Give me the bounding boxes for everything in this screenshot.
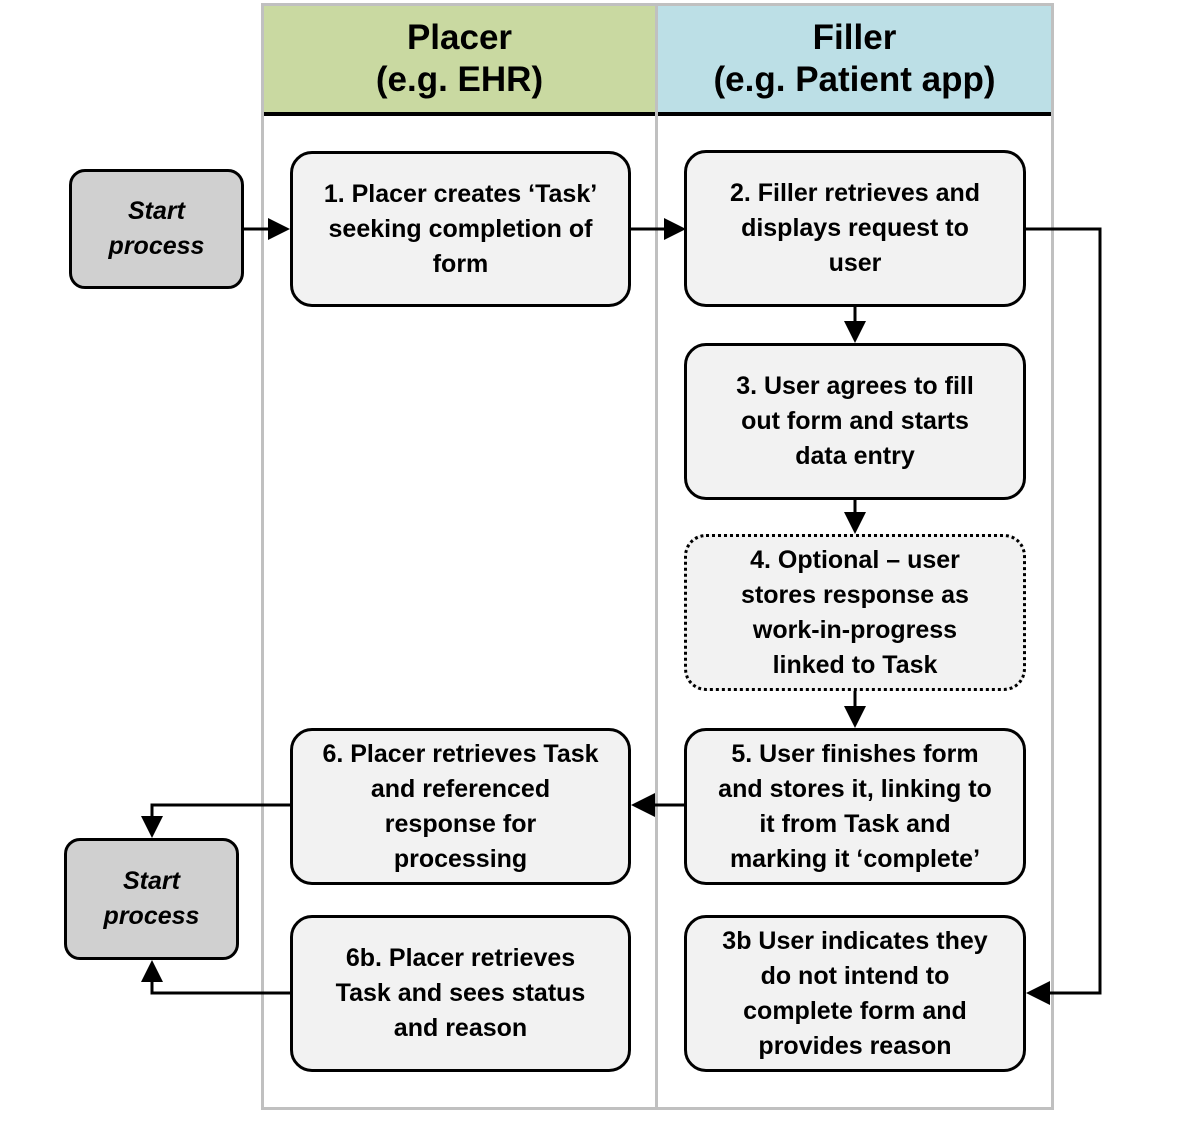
filler-lane-title: Filler: [812, 18, 897, 57]
step-5-line: marking it ‘complete’: [729, 844, 981, 873]
step-6-line: 6. Placer retrieves Task: [322, 739, 599, 768]
step-4-line: linked to Task: [772, 650, 938, 679]
edge-step2-to-step3b: [1025, 227, 1102, 995]
step-6b-placer-sees-status: 6b. Placer retrieves Task and sees statu…: [290, 915, 631, 1072]
start-process-bottom: Start process: [64, 838, 239, 960]
arrowhead-start-from-step6: [141, 816, 163, 838]
step-3b-line: complete form and: [743, 996, 967, 1025]
step-6-line: processing: [393, 844, 528, 873]
start-bottom-line2: process: [103, 902, 200, 930]
step-2-filler-retrieves: 2. Filler retrieves and displays request…: [684, 150, 1026, 307]
step-6-line: and referenced: [370, 774, 551, 803]
arrowhead-step3b: [1026, 981, 1050, 1005]
step-5-line: and stores it, linking to: [718, 774, 992, 803]
step-3-user-agrees: 3. User agrees to fill out form and star…: [684, 343, 1026, 500]
step-1-placer-creates-task: 1. Placer creates ‘Task’ seeking complet…: [290, 151, 631, 307]
step-3b-line: do not intend to: [760, 961, 950, 990]
step-5-line: 5. User finishes form: [731, 739, 979, 768]
start-top-line1: Start: [128, 197, 185, 225]
step-6-placer-retrieves-task: 6. Placer retrieves Task and referenced …: [290, 728, 631, 885]
step-2-line: displays request to: [741, 214, 969, 242]
step-1-line: 1. Placer creates ‘Task’: [323, 179, 598, 208]
arrowhead-step4: [844, 512, 866, 534]
step-3b-user-declines: 3b User indicates they do not intend to …: [684, 915, 1026, 1072]
step-2-line: 2. Filler retrieves and: [729, 179, 981, 207]
edge-step6b-to-start: [150, 980, 291, 995]
step-4-line: 4. Optional – user: [750, 545, 960, 574]
placer-lane-subtitle: (e.g. EHR): [375, 60, 544, 99]
placer-lane-title: Placer: [406, 18, 513, 57]
step-3-line: data entry: [795, 442, 915, 470]
arrowhead-start-from-step6b: [141, 960, 163, 982]
step-2-line: user: [828, 249, 882, 277]
step-1-line: seeking completion of: [328, 214, 593, 243]
step-6b-line: Task and sees status: [335, 979, 586, 1007]
edge-step6-to-start: [150, 803, 291, 818]
step-6b-line: and reason: [393, 1014, 528, 1042]
arrowhead-step6: [631, 793, 655, 817]
step-4-line: stores response as: [741, 580, 969, 609]
start-top-line2: process: [108, 232, 205, 260]
start-bottom-line1: Start: [123, 867, 180, 895]
step-6-line: response for: [384, 809, 537, 838]
step-3b-line: 3b User indicates they: [722, 926, 988, 955]
filler-lane: Filler (e.g. Patient app): [655, 3, 1054, 1110]
placer-lane-header: Placer (e.g. EHR): [264, 6, 655, 116]
step-5-line: it from Task and: [759, 809, 951, 838]
arrowhead-step1: [268, 218, 290, 240]
placer-lane: Placer (e.g. EHR): [261, 3, 658, 1110]
step-6b-line: 6b. Placer retrieves: [345, 944, 576, 972]
step-3-line: 3. User agrees to fill: [736, 372, 974, 400]
arrowhead-step2: [664, 218, 686, 240]
step-5-user-finishes-form: 5. User finishes form and stores it, lin…: [684, 728, 1026, 885]
start-process-top: Start process: [69, 169, 244, 289]
step-4-optional-work-in-progress: 4. Optional – user stores response as wo…: [684, 534, 1026, 691]
filler-lane-subtitle: (e.g. Patient app): [713, 60, 996, 99]
step-1-line: form: [432, 249, 489, 278]
step-3-line: out form and starts: [741, 407, 969, 435]
filler-lane-header: Filler (e.g. Patient app): [658, 6, 1051, 116]
arrowhead-step3: [844, 321, 866, 343]
step-4-line: work-in-progress: [752, 615, 958, 644]
step-3b-line: provides reason: [758, 1031, 952, 1060]
arrowhead-step5: [844, 706, 866, 728]
